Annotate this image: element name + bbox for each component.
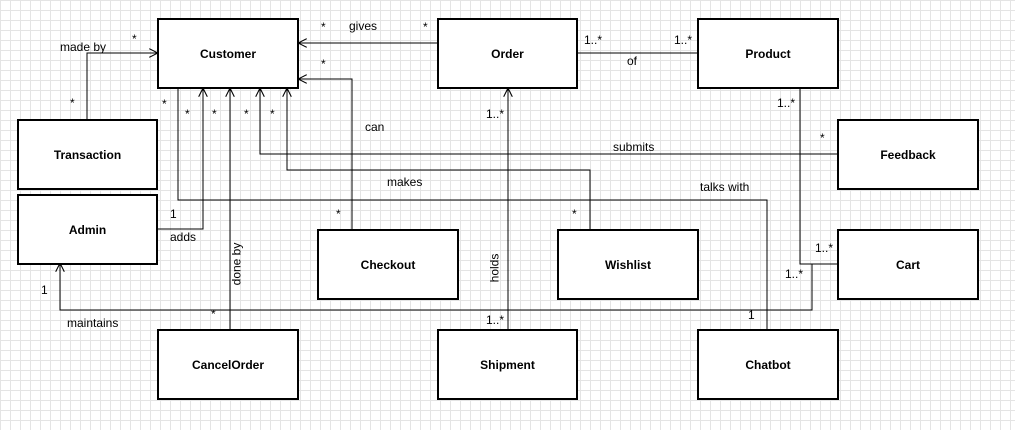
- mult-doneby-cancelorder: *: [211, 307, 216, 321]
- mult-maintains-cart: 1..*: [785, 267, 804, 281]
- class-checkout[interactable]: Checkout: [317, 229, 459, 300]
- class-order[interactable]: Order: [437, 18, 578, 89]
- assoc-label-submits: submits: [613, 140, 655, 154]
- class-feedback[interactable]: Feedback: [837, 119, 979, 190]
- class-product[interactable]: Product: [697, 18, 839, 89]
- mult-of-product: 1..*: [674, 33, 693, 47]
- class-shipment-label: Shipment: [480, 357, 535, 372]
- class-cart[interactable]: Cart: [837, 229, 979, 300]
- class-chatbot-label: Chatbot: [745, 357, 791, 372]
- mult-product-cart-product: 1..*: [777, 96, 796, 110]
- mult-submits-feedback: *: [820, 131, 825, 145]
- class-admin-label: Admin: [68, 222, 107, 237]
- mult-product-cart-cart: 1..*: [815, 241, 834, 255]
- class-transaction-label: Transaction: [53, 147, 122, 162]
- mult-holds-shipment: 1..*: [486, 313, 505, 327]
- assoc-label-holds: holds: [487, 253, 502, 283]
- line-cart-maintains-admin: [60, 264, 837, 311]
- assoc-label-of: of: [627, 54, 638, 68]
- mult-can-customer: *: [321, 57, 326, 71]
- mult-holds-order: 1..*: [486, 107, 505, 121]
- class-cancelorder-label: CancelOrder: [191, 357, 265, 372]
- mult-talks-customer: *: [162, 97, 167, 111]
- line-customer-talkswith-chatbot: [177, 89, 768, 329]
- mult-madeby-customer: *: [132, 32, 137, 46]
- class-transaction[interactable]: Transaction: [17, 119, 158, 190]
- class-checkout-label: Checkout: [360, 257, 416, 272]
- line-product-cart: [799, 89, 837, 265]
- line-wishlist-makes-customer: [287, 89, 591, 229]
- class-cancelorder[interactable]: CancelOrder: [157, 329, 299, 400]
- line-transaction-madeby-customer: [86, 53, 157, 119]
- mult-adds-customer: *: [185, 107, 190, 121]
- mult-gives-customer: *: [321, 20, 326, 34]
- assoc-label-talks-with: talks with: [700, 180, 750, 194]
- mult-makes-wishlist: *: [572, 207, 577, 221]
- assoc-label-can: can: [365, 120, 385, 134]
- mult-submits-customer: *: [244, 107, 249, 121]
- class-product-label: Product: [745, 46, 791, 61]
- class-chatbot[interactable]: Chatbot: [697, 329, 839, 400]
- class-admin[interactable]: Admin: [17, 194, 158, 265]
- mult-maintains-admin: 1: [41, 283, 48, 297]
- mult-talks-chatbot: 1: [748, 308, 755, 322]
- class-wishlist[interactable]: Wishlist: [557, 229, 699, 300]
- assoc-label-gives: gives: [349, 19, 378, 33]
- class-customer[interactable]: Customer: [157, 18, 299, 89]
- mult-doneby-customer: *: [212, 107, 217, 121]
- mult-madeby-transaction: *: [70, 96, 75, 110]
- line-admin-adds-customer: [157, 89, 203, 230]
- class-customer-label: Customer: [199, 46, 256, 61]
- mult-gives-order: *: [423, 20, 428, 34]
- mult-can-checkout: *: [336, 207, 341, 221]
- assoc-label-made-by: made by: [60, 40, 107, 54]
- mult-makes-customer: *: [270, 107, 275, 121]
- class-order-label: Order: [491, 46, 524, 61]
- line-feedback-submits-customer: [260, 89, 837, 155]
- class-shipment[interactable]: Shipment: [437, 329, 578, 400]
- class-wishlist-label: Wishlist: [605, 257, 651, 272]
- assoc-label-makes: makes: [387, 175, 423, 189]
- class-feedback-label: Feedback: [880, 147, 936, 162]
- class-cart-label: Cart: [895, 257, 920, 272]
- mult-adds-admin: 1: [170, 207, 177, 221]
- line-checkout-can-customer: [299, 79, 353, 229]
- assoc-label-adds: adds: [170, 230, 197, 244]
- mult-of-order: 1..*: [584, 33, 603, 47]
- assoc-label-maintains: maintains: [67, 316, 119, 330]
- assoc-label-done-by: done by: [229, 242, 244, 286]
